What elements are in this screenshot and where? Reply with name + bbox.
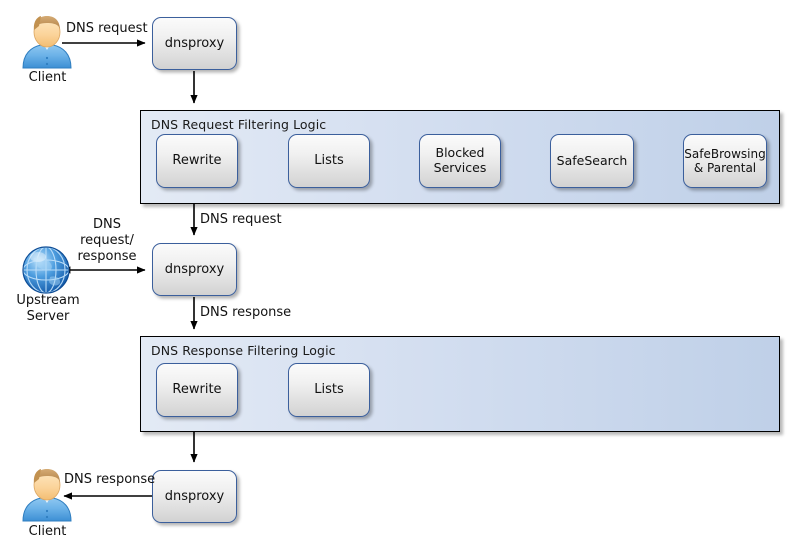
edge-label-proxy-to-response-group: DNS response bbox=[200, 305, 291, 321]
stage-rewrite-request-label: Rewrite bbox=[172, 153, 222, 169]
dns-response-filtering-group: DNS Response Filtering Logic bbox=[140, 336, 780, 432]
edge-label-upstream-line1: DNS bbox=[93, 217, 121, 232]
dnsproxy-bottom[interactable]: dnsproxy bbox=[152, 470, 237, 523]
dnsproxy-middle-label: dnsproxy bbox=[164, 261, 225, 277]
dnsproxy-middle[interactable]: dnsproxy bbox=[152, 243, 237, 296]
edge-label-client-to-proxy: DNS request bbox=[66, 21, 148, 37]
stage-blocked-services-line2: Services bbox=[433, 160, 487, 175]
dnsproxy-top-label: dnsproxy bbox=[164, 35, 225, 51]
edge-label-proxy-to-client: DNS response bbox=[64, 472, 155, 488]
dns-request-filtering-title: DNS Request Filtering Logic bbox=[151, 117, 327, 132]
edge-label-upstream-line2: request/ bbox=[80, 232, 134, 248]
upstream-server-label: Upstream Server bbox=[6, 293, 90, 324]
edge-label-proxy-to-client-text: DNS response bbox=[64, 472, 156, 487]
client-bottom-label-text: Client bbox=[28, 524, 67, 539]
stage-blocked-services[interactable]: Blocked Services bbox=[419, 134, 501, 188]
stage-rewrite-request[interactable]: Rewrite bbox=[156, 134, 238, 188]
stage-rewrite-response[interactable]: Rewrite bbox=[156, 363, 238, 417]
stage-safebrowsing-parental[interactable]: SafeBrowsing & Parental bbox=[683, 134, 767, 188]
edge-label-proxy-to-request-group: DNS request bbox=[200, 212, 282, 228]
edge-label-proxy-to-response-group-text: DNS response bbox=[200, 305, 292, 320]
edge-label-client-to-proxy-text: DNS request bbox=[66, 21, 148, 36]
edge-label-proxy-to-request-group-text: DNS request bbox=[200, 212, 282, 227]
client-top-label-text: Client bbox=[28, 70, 67, 85]
stage-safebrowsing-line2: & Parental bbox=[693, 161, 757, 175]
dnsproxy-bottom-label: dnsproxy bbox=[164, 488, 225, 504]
stage-safebrowsing-parental-label: SafeBrowsing & Parental bbox=[684, 147, 765, 175]
client-top-label: Client bbox=[10, 70, 85, 86]
dns-response-filtering-title: DNS Response Filtering Logic bbox=[151, 343, 336, 358]
globe-icon-upstream bbox=[22, 246, 70, 294]
stage-blocked-services-line1: Blocked bbox=[435, 145, 485, 161]
user-icon-client-top bbox=[22, 16, 72, 69]
edge-label-upstream-line3: response bbox=[77, 248, 137, 264]
upstream-label-line1: Upstream bbox=[16, 293, 80, 308]
edge-label-upstream: DNS request/ response bbox=[72, 217, 142, 265]
stage-lists-response-label: Lists bbox=[314, 382, 344, 398]
stage-lists-response[interactable]: Lists bbox=[288, 363, 370, 417]
dnsproxy-top[interactable]: dnsproxy bbox=[152, 17, 237, 70]
stage-safebrowsing-line1: SafeBrowsing bbox=[684, 146, 766, 161]
stage-rewrite-response-label: Rewrite bbox=[172, 382, 222, 398]
stage-safesearch-label: SafeSearch bbox=[556, 152, 628, 168]
stage-safesearch[interactable]: SafeSearch bbox=[550, 134, 634, 188]
stage-lists-request[interactable]: Lists bbox=[288, 134, 370, 188]
stage-lists-request-label: Lists bbox=[314, 153, 344, 169]
stage-blocked-services-label: Blocked Services bbox=[433, 145, 487, 176]
upstream-label-line2: Server bbox=[26, 308, 70, 324]
client-bottom-label: Client bbox=[10, 524, 85, 540]
